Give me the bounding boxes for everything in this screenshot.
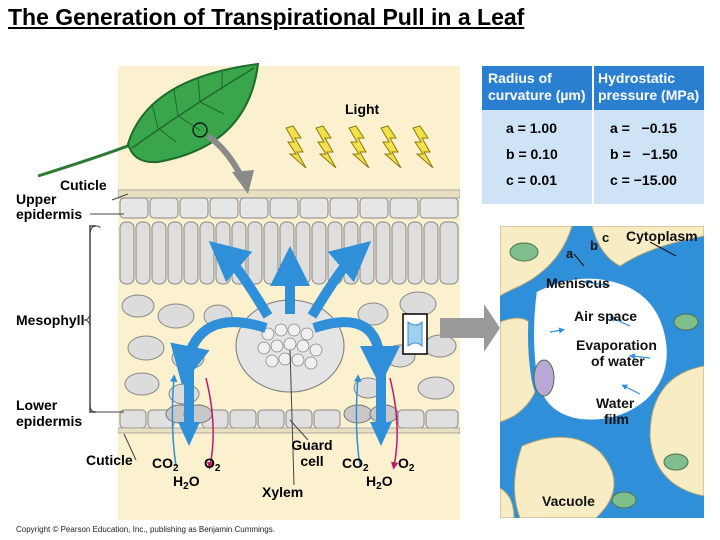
h2o-label-left: H2O bbox=[173, 473, 200, 493]
lower-epidermis-label-line2: epidermis bbox=[16, 413, 83, 429]
table-row-a-radius: a = 1.00 bbox=[506, 120, 557, 136]
upper-epidermis-label-line1: Upper bbox=[16, 191, 57, 207]
h2o-label-right: H2O bbox=[366, 473, 393, 493]
lower-epidermis-label-line1: Lower bbox=[16, 397, 58, 413]
light-rays bbox=[285, 125, 434, 169]
water-flow-arrows bbox=[170, 240, 400, 386]
evaporation-label-line1: Evaporation bbox=[576, 337, 657, 353]
xylem-cells bbox=[257, 323, 323, 370]
light-label: Light bbox=[345, 101, 380, 117]
cuticle-top-label: Cuticle bbox=[60, 177, 107, 193]
water-film-label-line2: film bbox=[604, 411, 629, 427]
co2-label-left: CO2 bbox=[152, 455, 179, 475]
guard-cell-label-line2: cell bbox=[300, 453, 324, 469]
table-row-c-radius: c = 0.01 bbox=[506, 172, 557, 188]
upper-epidermis-cells bbox=[119, 197, 459, 219]
upper-epidermis-label-line2: epidermis bbox=[16, 206, 83, 222]
co2-label-right: CO2 bbox=[342, 455, 369, 475]
o2-label-left: O2 bbox=[204, 455, 221, 475]
table-header-pressure: Hydrostatic pressure (MPa) bbox=[594, 66, 704, 110]
cytoplasm-label: Cytoplasm bbox=[626, 228, 698, 244]
meniscus-label: Meniscus bbox=[546, 275, 610, 291]
o2-label-right: O2 bbox=[398, 455, 415, 475]
evaporation-label-line2: of water bbox=[591, 353, 645, 369]
water-film-label-line1: Water bbox=[596, 395, 635, 411]
curvature-pressure-table: Radius of curvature (µm) Hydrostatic pre… bbox=[482, 66, 704, 204]
evaporation-arrows bbox=[549, 279, 651, 395]
o2-out-arrow-left bbox=[205, 377, 215, 470]
guard-cell-label-line1: Guard bbox=[291, 437, 333, 453]
air-space-label: Air space bbox=[574, 308, 638, 324]
co2-in-arrow-left bbox=[169, 374, 178, 467]
air-space-detail-drawing bbox=[500, 226, 704, 518]
xylem-label: Xylem bbox=[262, 484, 304, 500]
table-row-c-pressure: c = −15.00 bbox=[610, 172, 677, 188]
detail-b-label: b bbox=[590, 238, 598, 253]
table-divider bbox=[592, 66, 594, 204]
table-row-b-radius: b = 0.10 bbox=[506, 146, 558, 162]
co2-in-arrow-right bbox=[353, 374, 362, 467]
cuticle-bottom-label: Cuticle bbox=[86, 452, 133, 468]
copyright-credit: Copyright © Pearson Education, Inc., pub… bbox=[16, 525, 275, 534]
leaf-cross-section-drawing bbox=[117, 125, 461, 470]
table-header-radius: Radius of curvature (µm) bbox=[482, 66, 592, 110]
mesophyll-label: Mesophyll bbox=[16, 312, 85, 328]
table-row-a-pressure: a = −0.15 bbox=[610, 120, 677, 136]
table-row-b-pressure: b = −1.50 bbox=[610, 146, 678, 162]
zoom-arrow bbox=[440, 304, 500, 352]
transpiration-arrows bbox=[178, 364, 392, 446]
page-title: The Generation of Transpirational Pull i… bbox=[8, 4, 525, 30]
o2-out-arrow-right bbox=[389, 377, 399, 470]
leaf-icon bbox=[37, 62, 260, 194]
vacuole-label: Vacuole bbox=[542, 493, 595, 509]
detail-c-label: c bbox=[602, 230, 610, 245]
mesophyll-cells-detail bbox=[500, 226, 704, 518]
air-space-detail-panel: a b c Cytoplasm Meniscus Air space Evapo… bbox=[500, 226, 704, 518]
organelles bbox=[509, 242, 699, 509]
detail-a-label: a bbox=[566, 246, 574, 261]
